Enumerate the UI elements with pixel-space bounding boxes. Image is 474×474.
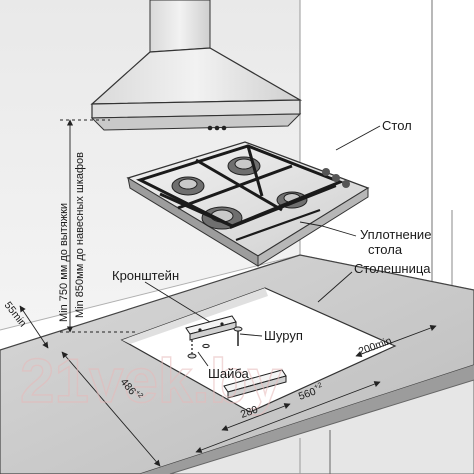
dim-min-850: Min 850мм до навесных шкафов	[74, 152, 86, 318]
leader-lines	[144, 125, 381, 367]
range-hood	[90, 0, 303, 131]
label-washer: Шайба	[208, 366, 250, 381]
dim-min-750: Min 750 мм до вытяжки	[58, 203, 70, 322]
screw-part	[233, 326, 243, 346]
label-seal: Уплотнение	[360, 227, 431, 242]
watermark-text: 21vek.by	[20, 347, 283, 416]
label-table: Стол	[382, 118, 412, 133]
dim-560: 560+2	[297, 382, 326, 403]
label-seal-2: стола	[368, 242, 403, 257]
wall-base-line	[0, 254, 301, 331]
label-bracket: Кронштейн	[112, 268, 179, 283]
gas-hob	[126, 141, 370, 267]
washer-part	[187, 340, 210, 359]
cutout-inner-edge	[122, 288, 268, 344]
dimension-lines	[19, 119, 437, 467]
label-screw: Шуруп	[264, 328, 303, 343]
dim-280: 280	[239, 403, 260, 420]
bracket-part	[185, 315, 237, 341]
label-countertop: Столешница	[354, 261, 431, 276]
